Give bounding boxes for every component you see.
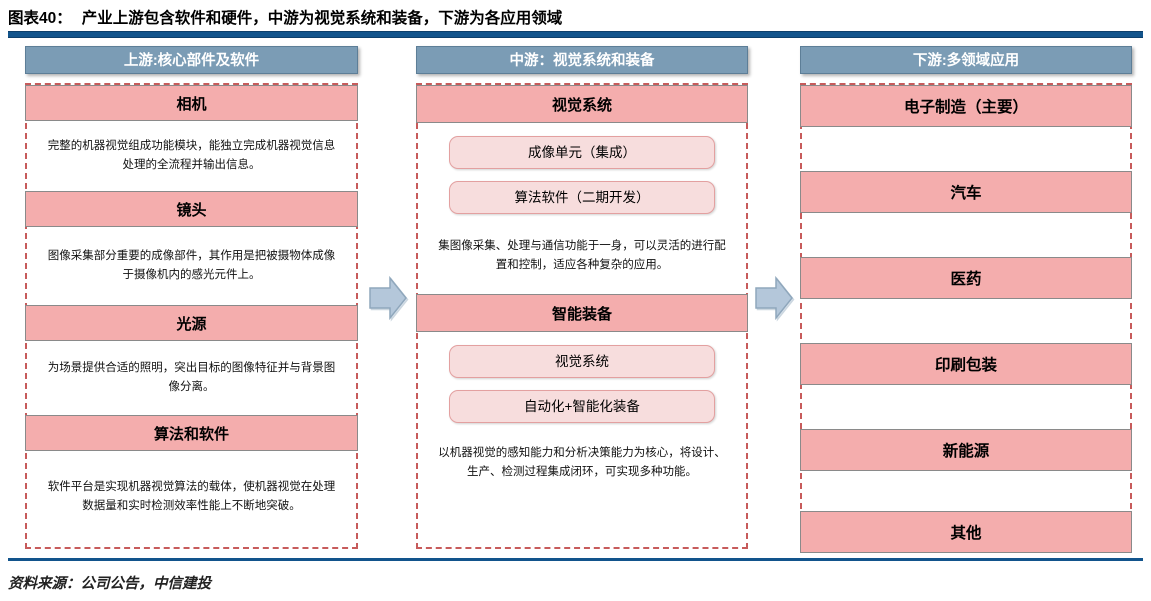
upstream-desc-lens-text: 图像采集部分重要的成像部件，其作用是把被摄物体成像于摄像机内的感光元件上。 xyxy=(47,250,336,281)
midstream-pill-wrap-3: 视觉系统 xyxy=(418,332,746,378)
upstream-bar-algorithm-software: 算法和软件 xyxy=(25,415,358,451)
arrow-right-icon xyxy=(752,272,796,324)
downstream-gap-4 xyxy=(802,385,1130,429)
upstream-desc-algorithm-software: 软件平台是实现机器视觉算法的载体，使机器视觉在处理数据量和实时检测效率性能上不断… xyxy=(27,451,356,543)
downstream-gap-3 xyxy=(802,299,1130,343)
downstream-bar-printing-packaging: 印刷包装 xyxy=(800,343,1132,385)
midstream-pill-algorithm-software: 算法软件（二期开发） xyxy=(449,181,715,214)
column-header-midstream: 中游：视觉系统和装备 xyxy=(416,46,748,74)
figure-title: 图表40： 产业上游包含软件和硬件，中游为视觉系统和装备，下游为各应用领域 xyxy=(8,6,1143,28)
midstream-bar-vision-system: 视觉系统 xyxy=(416,85,748,123)
upstream-desc-lens: 图像采集部分重要的成像部件，其作用是把被摄物体成像于摄像机内的感光元件上。 xyxy=(27,227,356,305)
upstream-bar-light-source: 光源 xyxy=(25,305,358,341)
midstream-pill-wrap-1: 成像单元（集成） xyxy=(418,123,746,169)
downstream-bar-pharmaceutical: 医药 xyxy=(800,257,1132,299)
column-header-upstream: 上游:核心部件及软件 xyxy=(25,46,358,74)
downstream-bar-electronics-manufacturing: 电子制造（主要） xyxy=(800,85,1132,127)
footer-divider-rule xyxy=(8,558,1143,561)
upstream-desc-algorithm-software-text: 软件平台是实现机器视觉算法的载体，使机器视觉在处理数据量和实时检测效率性能上不断… xyxy=(47,481,336,512)
midstream-pill-wrap-4: 自动化+智能化装备 xyxy=(418,378,746,423)
downstream-gap-2 xyxy=(802,213,1130,257)
column-body-downstream: 电子制造（主要） 汽车 医药 印刷包装 新能源 其他 xyxy=(800,83,1132,553)
upstream-desc-light-source-text: 为场景提供合适的照明，突出目标的图像特征并与背景图像分离。 xyxy=(47,362,336,393)
downstream-bar-automotive: 汽车 xyxy=(800,171,1132,213)
midstream-desc-vision-system-text: 集图像采集、处理与通信功能于一身，可以灵活的进行配置和控制，适应各种复杂的应用。 xyxy=(438,240,726,271)
midstream-pill-vision-system: 视觉系统 xyxy=(449,345,715,378)
upstream-desc-light-source: 为场景提供合适的照明，突出目标的图像特征并与背景图像分离。 xyxy=(27,341,356,415)
column-body-upstream: 相机 完整的机器视觉组成功能模块，能独立完成机器视觉信息处理的全流程并输出信息。… xyxy=(25,83,358,549)
downstream-gap-1 xyxy=(802,127,1130,171)
downstream-bar-other: 其他 xyxy=(800,511,1132,553)
upstream-desc-camera: 完整的机器视觉组成功能模块，能独立完成机器视觉信息处理的全流程并输出信息。 xyxy=(27,121,356,191)
source-note: 资料来源：公司公告，中信建投 xyxy=(8,576,211,592)
upstream-bar-lens: 镜头 xyxy=(25,191,358,227)
midstream-desc-smart-equipment: 以机器视觉的感知能力和分析决策能力为核心，将设计、生产、检测过程集成闭环，可实现… xyxy=(418,423,746,501)
title-divider-rule xyxy=(8,31,1143,38)
figure-title-text: 产业上游包含软件和硬件，中游为视觉系统和装备，下游为各应用领域 xyxy=(81,10,563,27)
column-upstream: 上游:核心部件及软件 相机 完整的机器视觉组成功能模块，能独立完成机器视觉信息处… xyxy=(25,46,358,549)
midstream-bar-smart-equipment: 智能装备 xyxy=(416,294,748,332)
downstream-gap-5 xyxy=(802,471,1130,511)
midstream-pill-automation-equipment: 自动化+智能化装备 xyxy=(449,390,715,423)
midstream-desc-vision-system: 集图像采集、处理与通信功能于一身，可以灵活的进行配置和控制，适应各种复杂的应用。 xyxy=(418,214,746,294)
midstream-desc-smart-equipment-text: 以机器视觉的感知能力和分析决策能力为核心，将设计、生产、检测过程集成闭环，可实现… xyxy=(438,447,726,478)
column-midstream: 中游：视觉系统和装备 视觉系统 成像单元（集成） 算法软件（二期开发） 集图像采… xyxy=(416,46,748,549)
column-body-midstream: 视觉系统 成像单元（集成） 算法软件（二期开发） 集图像采集、处理与通信功能于一… xyxy=(416,83,748,549)
upstream-bar-camera: 相机 xyxy=(25,85,358,121)
downstream-bar-new-energy: 新能源 xyxy=(800,429,1132,471)
upstream-desc-camera-text: 完整的机器视觉组成功能模块，能独立完成机器视觉信息处理的全流程并输出信息。 xyxy=(47,140,336,171)
figure-number: 图表40： xyxy=(8,10,72,27)
arrow-right-icon xyxy=(366,272,410,324)
midstream-pill-imaging-unit: 成像单元（集成） xyxy=(449,136,715,169)
column-header-downstream: 下游:多领域应用 xyxy=(800,46,1132,74)
midstream-pill-wrap-2: 算法软件（二期开发） xyxy=(418,169,746,214)
column-downstream: 下游:多领域应用 电子制造（主要） 汽车 医药 印刷包装 新能源 其他 xyxy=(800,46,1132,553)
